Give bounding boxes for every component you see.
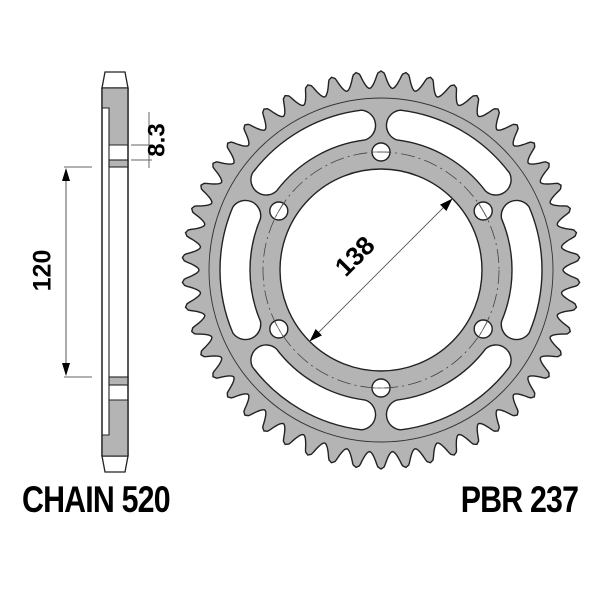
thickness-dimension <box>131 112 152 168</box>
bolt-circle-label: 120 <box>28 249 57 292</box>
side-profile-view <box>101 71 129 473</box>
chain-size-label: CHAIN 520 <box>22 479 171 520</box>
pitch-circle <box>208 97 554 443</box>
arrow-down-icon <box>62 363 70 376</box>
part-number-label: PBR 237 <box>460 479 579 520</box>
bolt-circle-dimension <box>62 166 92 378</box>
dimension-arrow-icon <box>309 329 322 342</box>
bore-dimension-line <box>309 198 453 342</box>
dimension-arrow-icon <box>440 198 453 211</box>
side-tooth-bottom <box>101 455 129 473</box>
side-tooth-top <box>101 71 129 89</box>
thickness-label: 8.3 <box>143 123 171 157</box>
sprocket-body <box>181 70 581 470</box>
sprocket-front-view <box>181 70 581 470</box>
arrow-up-icon <box>62 168 70 181</box>
